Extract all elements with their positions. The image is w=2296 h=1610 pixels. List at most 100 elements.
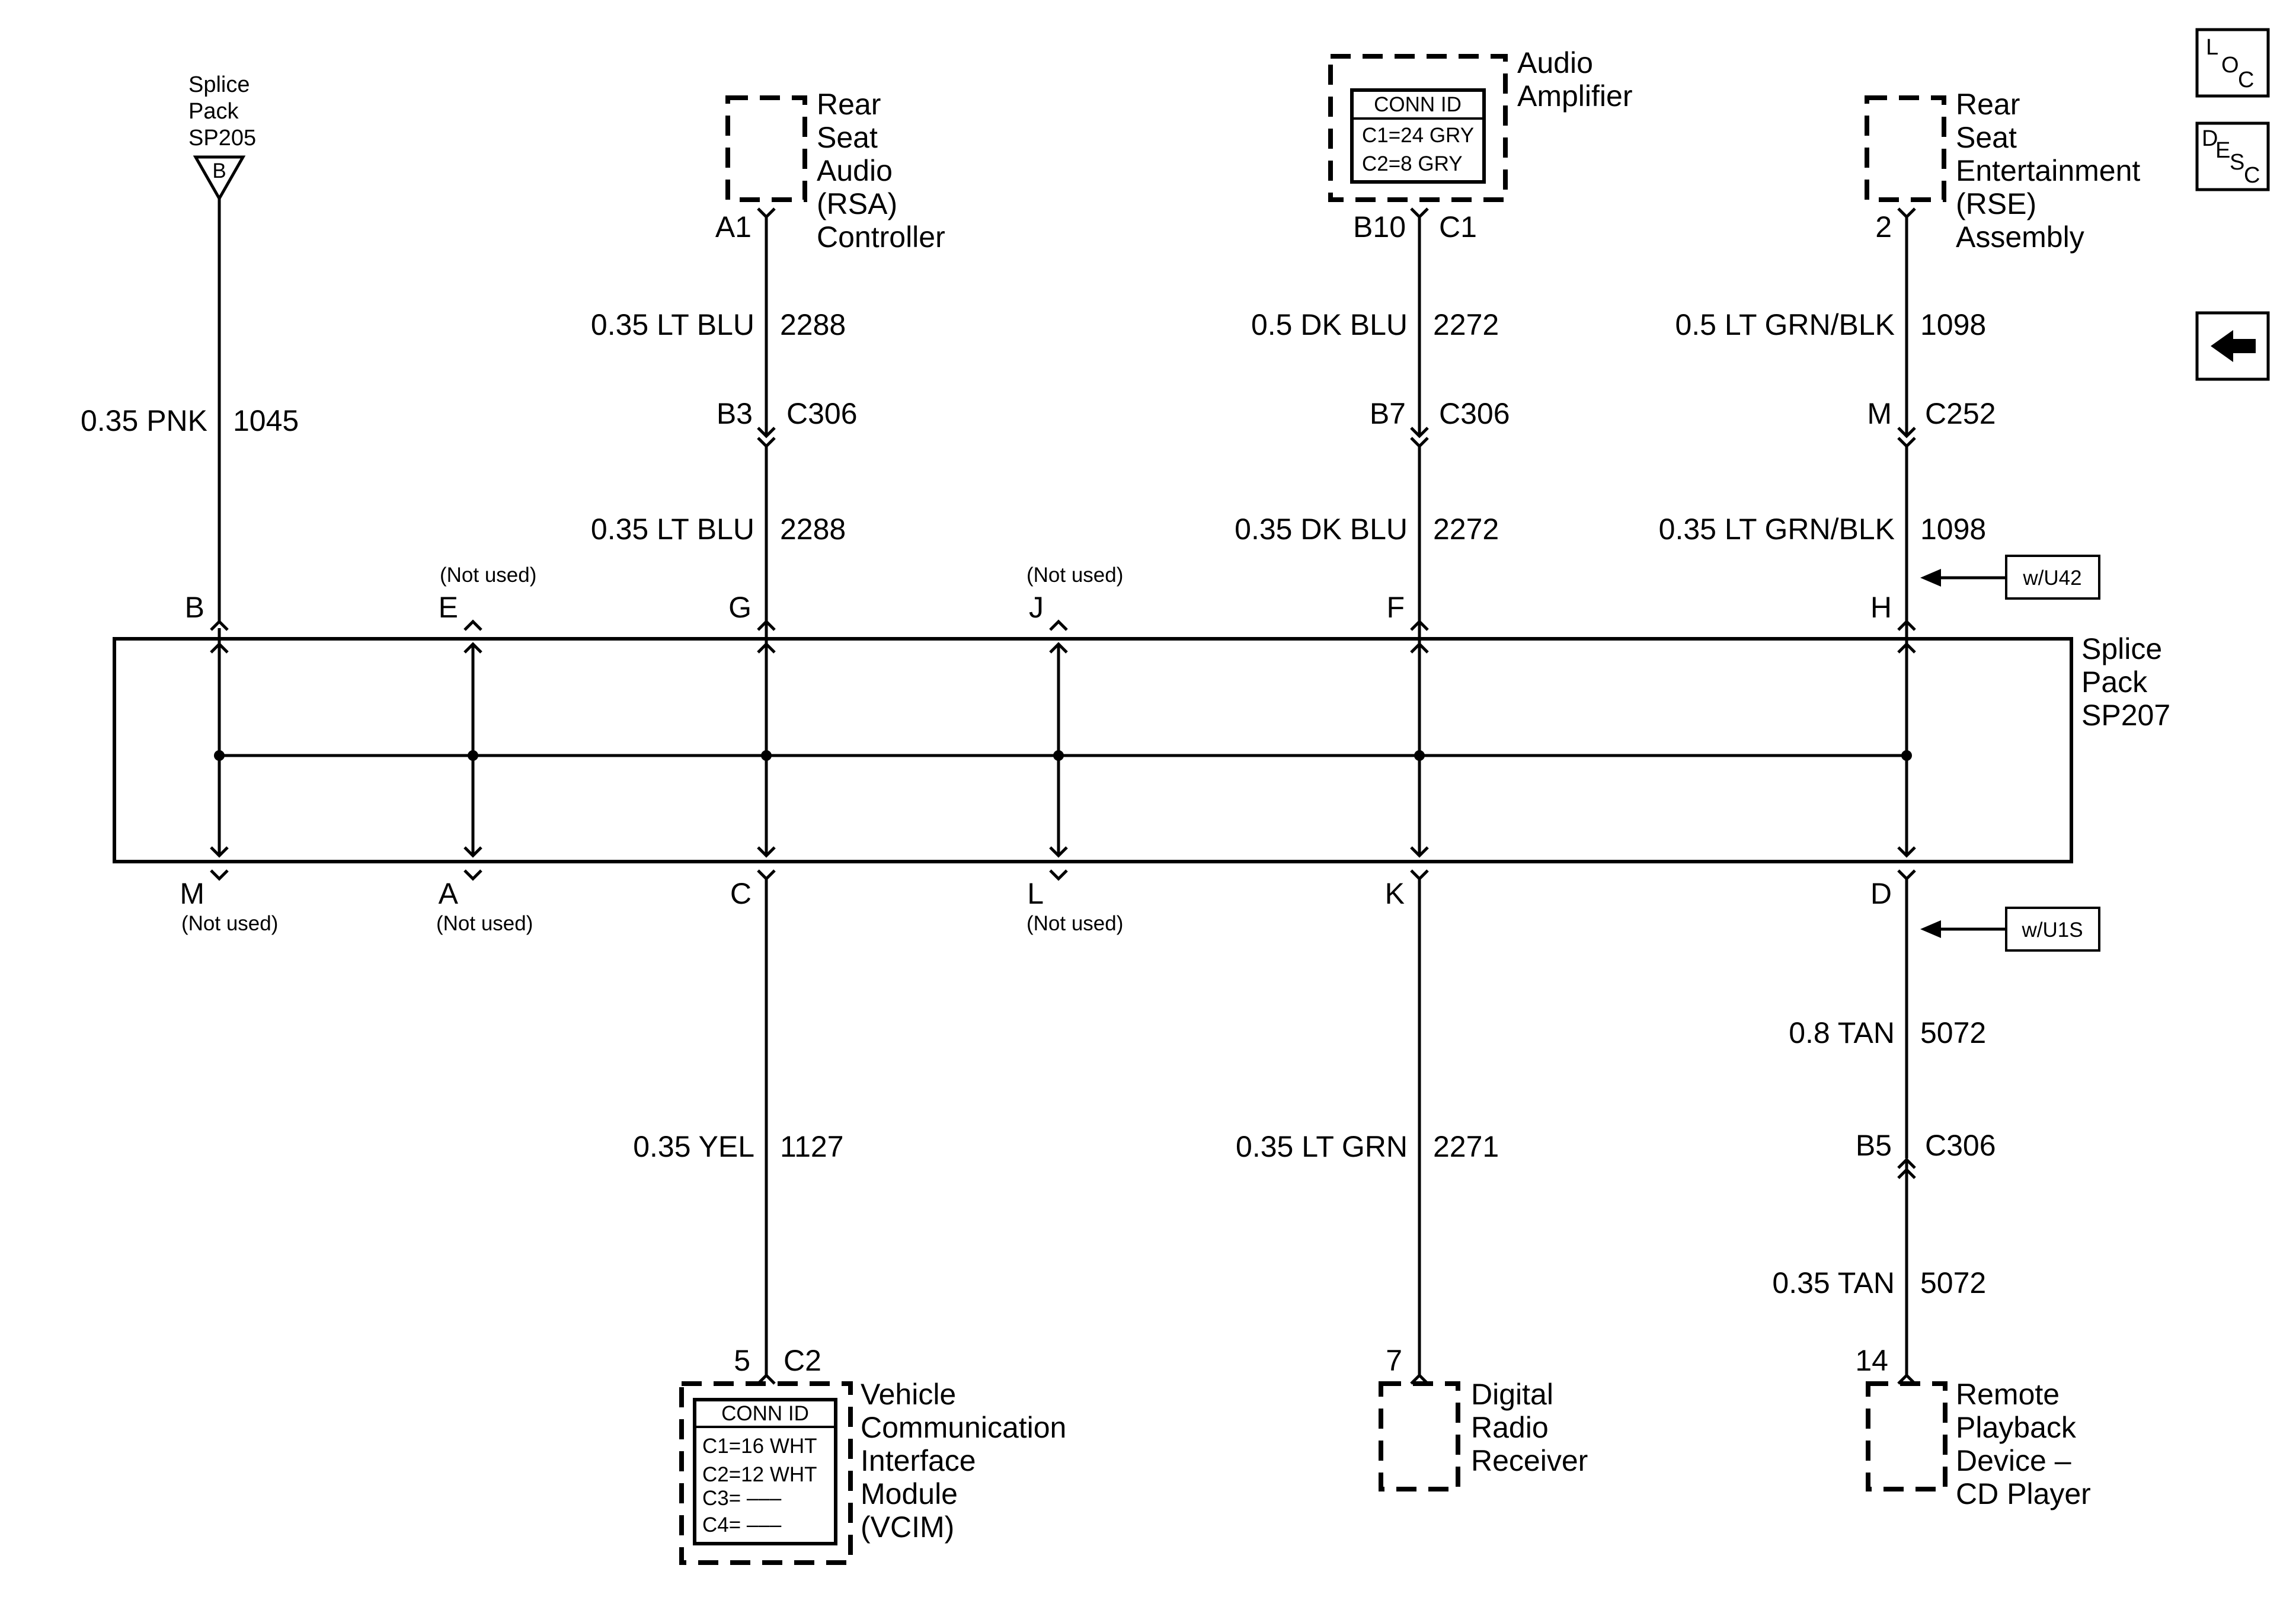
sp207-pin-m: M xyxy=(180,877,204,910)
inline-h-conn: C252 xyxy=(1925,397,1996,430)
remote-playback-device: Remote Playback Device – CD Player xyxy=(1866,1378,2091,1510)
wire-c-color: 0.35 YEL xyxy=(633,1130,754,1163)
drr-line2: Radio xyxy=(1471,1411,1549,1444)
loc-letter-c: C xyxy=(2238,68,2254,92)
rpd-box xyxy=(1866,1381,1948,1491)
wire-d-lower-color: 0.35 TAN xyxy=(1772,1266,1895,1299)
rsa-pin: A1 xyxy=(715,210,752,244)
drr-line1: Digital xyxy=(1471,1378,1553,1411)
vcim-pin: 5 xyxy=(734,1344,750,1377)
wire-h-upper-circuit: 1098 xyxy=(1920,308,1986,341)
wire-h-lower-circuit: 1098 xyxy=(1920,513,1986,546)
wire-g-upper-color: 0.35 LT BLU xyxy=(591,308,754,341)
sp207-pin-k: K xyxy=(1385,877,1405,910)
splice-pack-sp207: Splice Pack SP207 xyxy=(113,632,2170,863)
drr-pin: 7 xyxy=(1386,1344,1402,1377)
wire-g-upper-circuit: 2288 xyxy=(780,308,846,341)
vcim-conn-line3: C3= ––– xyxy=(702,1487,782,1510)
loc-letter-l: L xyxy=(2206,35,2218,60)
not-used-m: (Not used) xyxy=(181,912,278,935)
sp207-pin-l: L xyxy=(1027,877,1044,910)
inline-g-pin: B3 xyxy=(717,397,753,430)
rsa-controller-box xyxy=(725,95,807,202)
rse-line1: Rear xyxy=(1956,88,2020,121)
loc-letter-o: O xyxy=(2221,53,2239,78)
rsa-line1: Rear xyxy=(817,88,881,121)
option-arrow-icon xyxy=(1920,920,1941,938)
option-w-u1s: w/U1S xyxy=(1920,907,2100,952)
vcim-conn-line1: C1=16 WHT xyxy=(702,1435,817,1458)
rse-pin: 2 xyxy=(1875,210,1892,244)
rpd-line4: CD Player xyxy=(1956,1477,2091,1510)
vcim-conn-id-title: CONN ID xyxy=(721,1402,809,1425)
amp-conn-id-box xyxy=(1350,88,1486,184)
not-used-j: (Not used) xyxy=(1027,564,1123,587)
sp207-pin-g: G xyxy=(728,591,752,624)
desc-letter-d: D xyxy=(2202,126,2218,151)
inline-d-pin: B5 xyxy=(1856,1129,1892,1162)
rsa-line3: Audio xyxy=(817,154,893,187)
vcim-line5: (VCIM) xyxy=(861,1510,954,1544)
sp205-label-line2: Pack xyxy=(188,99,239,124)
wire-d-upper-circuit: 5072 xyxy=(1920,1016,1986,1049)
vcim-box xyxy=(679,1381,853,1565)
rse-line3: Entertainment xyxy=(1956,154,2140,187)
wire-c-circuit: 1127 xyxy=(780,1130,844,1163)
option-arrow-icon xyxy=(1920,569,1941,587)
sp205-label-line1: Splice xyxy=(188,72,250,97)
sp205-symbol: B xyxy=(212,159,226,183)
wire-b-color: 0.35 PNK xyxy=(81,404,207,437)
vcim-conn-id-box xyxy=(693,1398,837,1545)
option-w-u42: w/U42 xyxy=(1920,555,2100,600)
splice-pack-sp205: Splice Pack SP205 B xyxy=(188,72,256,202)
amp-line1: Audio xyxy=(1517,46,1593,79)
sp207-pin-c: C xyxy=(730,877,752,910)
sp207-line2: Pack xyxy=(2081,665,2148,699)
back-button[interactable] xyxy=(2195,311,2270,381)
vcim-line3: Interface xyxy=(861,1444,976,1477)
splice-columns xyxy=(211,622,1915,879)
vcim-line4: Module xyxy=(861,1477,958,1510)
rsa-line2: Seat xyxy=(817,121,878,154)
back-arrow-icon xyxy=(2211,330,2256,362)
vcim-line1: Vehicle xyxy=(861,1378,956,1411)
inline-f-conn: C306 xyxy=(1439,397,1510,430)
amp-conn-line1: C1=24 GRY xyxy=(1362,124,1474,147)
inline-g-conn: C306 xyxy=(786,397,858,430)
sp207-box xyxy=(113,637,2073,863)
audio-amplifier: CONN ID C1=24 GRY C2=8 GRY Audio Amplifi… xyxy=(1328,46,1632,202)
rse-assembly: Rear Seat Entertainment (RSE) Assembly xyxy=(1865,88,2140,254)
rpd-pin: 14 xyxy=(1855,1344,1888,1377)
rse-assembly-box xyxy=(1865,95,1946,202)
sp207-line1: Splice xyxy=(2081,632,2162,665)
sp207-pin-d: D xyxy=(1870,877,1892,910)
inline-h-pin: M xyxy=(1867,397,1892,430)
wire-f-lower-circuit: 2272 xyxy=(1433,513,1499,546)
sp207-pin-h: H xyxy=(1870,591,1892,624)
wire-f-lower-color: 0.35 DK BLU xyxy=(1235,513,1408,546)
sp207-pin-f: F xyxy=(1386,591,1405,624)
option-u1s-label: w/U1S xyxy=(2021,918,2083,942)
vcim-module: CONN ID C1=16 WHT C2=12 WHT C3= ––– C4= … xyxy=(679,1378,1066,1565)
desc-button[interactable]: D E S C xyxy=(2195,121,2270,191)
rsa-line4: (RSA) xyxy=(817,187,897,220)
wire-k-color: 0.35 LT GRN xyxy=(1236,1130,1408,1163)
wire-f-upper-color: 0.5 DK BLU xyxy=(1251,308,1408,341)
sp207-pin-b: B xyxy=(185,591,204,624)
vcim-line2: Communication xyxy=(861,1411,1066,1444)
inline-f-pin: B7 xyxy=(1370,397,1406,430)
wire-d-upper-color: 0.8 TAN xyxy=(1789,1016,1895,1049)
amp-pin: B10 xyxy=(1353,210,1406,244)
rpd-line2: Playback xyxy=(1956,1411,2077,1444)
rse-line4: (RSE) xyxy=(1956,187,2036,220)
splice-triangle-icon xyxy=(193,155,246,202)
rsa-controller: Rear Seat Audio (RSA) Controller xyxy=(725,88,945,254)
sp207-line3: SP207 xyxy=(2081,699,2170,732)
desc-letter-e: E xyxy=(2215,138,2230,163)
digital-radio-receiver: Digital Radio Receiver xyxy=(1379,1378,1588,1491)
option-u42-label: w/U42 xyxy=(2022,566,2081,590)
amp-conn-line2: C2=8 GRY xyxy=(1362,152,1463,175)
sp207-pin-e: E xyxy=(439,591,458,624)
loc-button[interactable]: L O C xyxy=(2195,28,2270,98)
